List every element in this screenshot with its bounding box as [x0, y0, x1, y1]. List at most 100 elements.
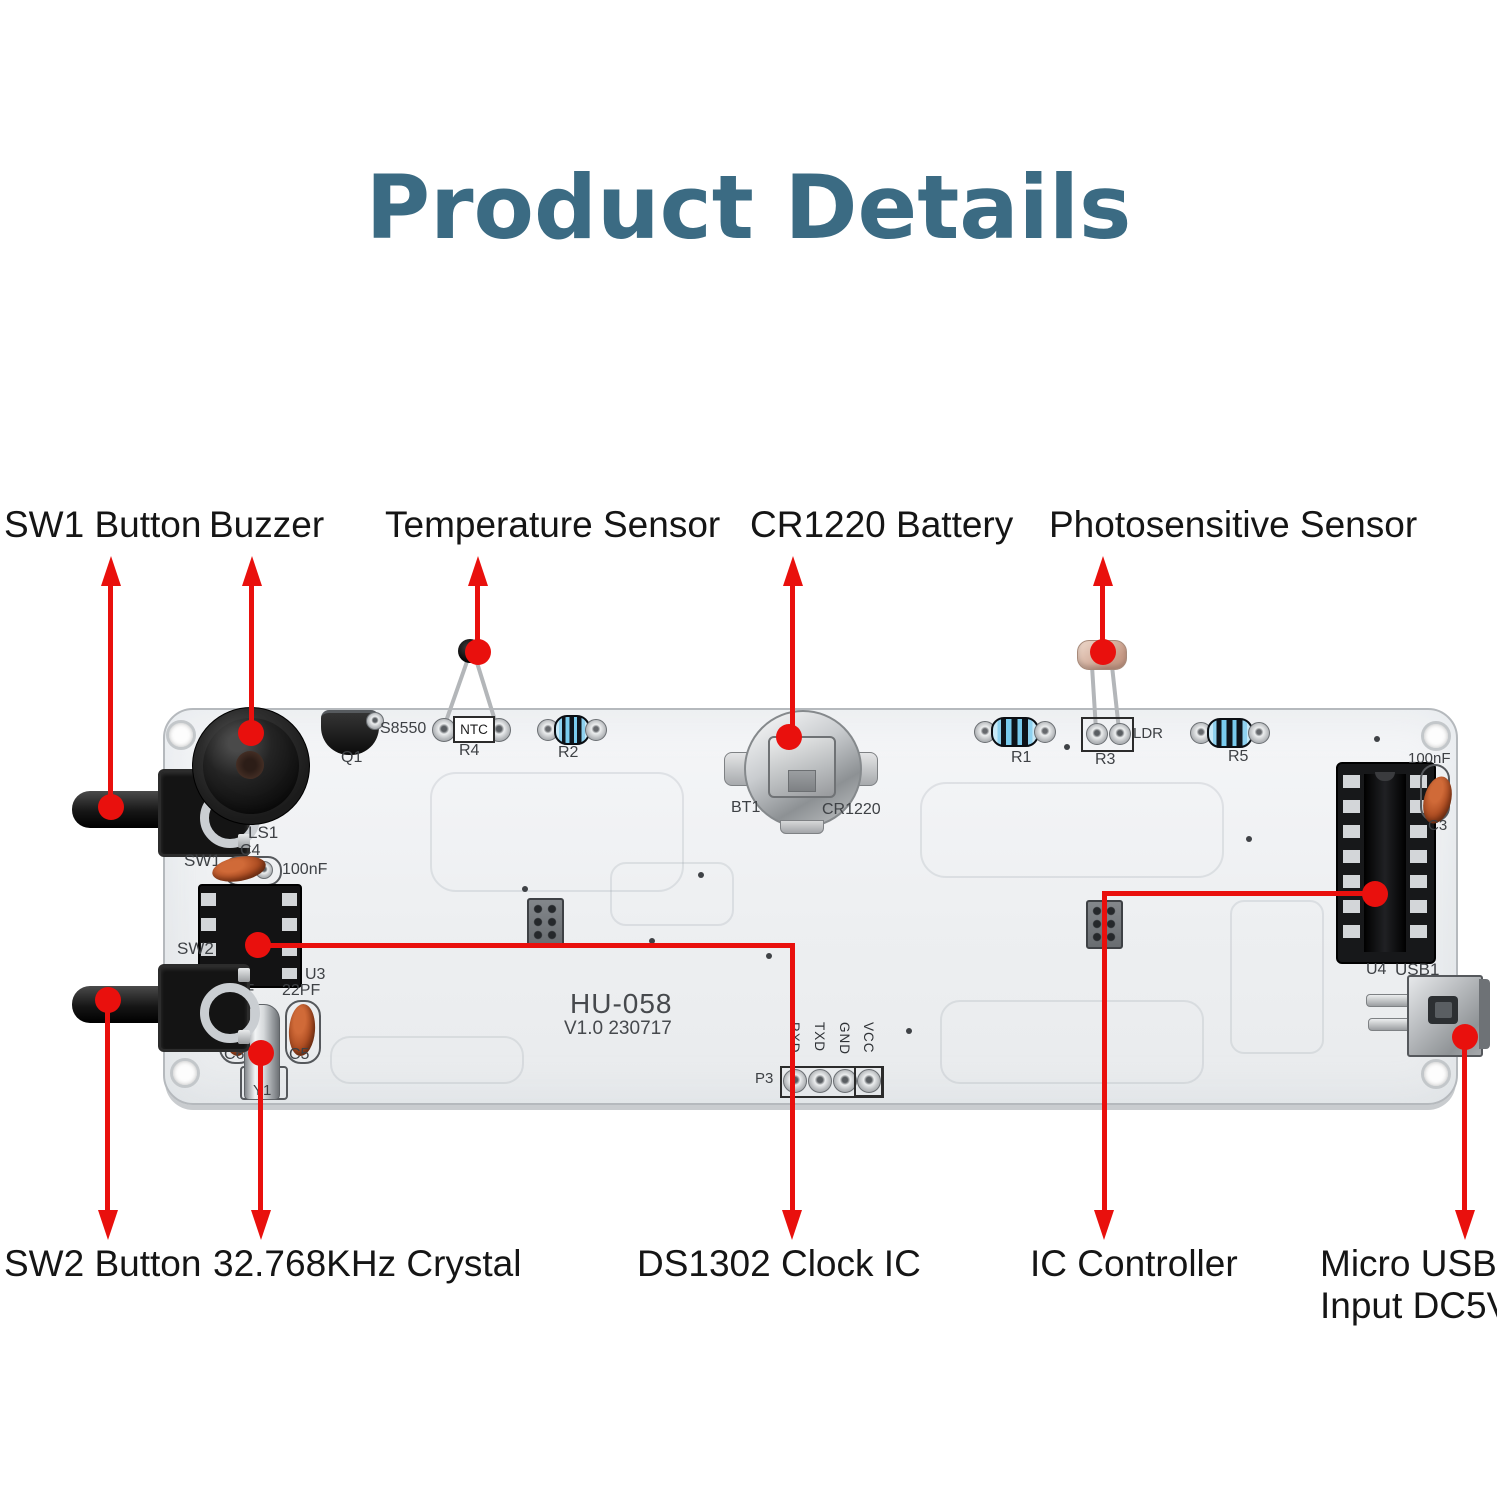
silkscreen-gnd: GND: [837, 1022, 852, 1055]
usb-slot-inner: [1435, 1002, 1452, 1018]
silkscreen-u4: U4: [1366, 961, 1387, 978]
p3-pad-rxd: [783, 1069, 807, 1093]
battery-clip-slot: [788, 770, 816, 792]
board-model: HU-058: [570, 988, 673, 1019]
silkscreen-c4-value: 100nF: [282, 861, 328, 878]
p3-pad-txd: [808, 1069, 832, 1093]
silkscreen-r3: R3: [1095, 751, 1116, 768]
silkscreen-sw2: SW2: [177, 939, 214, 958]
label-photosensitive-sensor: Photosensitive Sensor: [1049, 504, 1418, 545]
mounting-hole: [1421, 721, 1451, 751]
label-micro-usb-line2: Input DC5V: [1320, 1285, 1497, 1327]
board-version: V1.0 230717: [564, 1018, 672, 1039]
silkscreen-r1: R1: [1011, 749, 1032, 766]
mounting-hole: [170, 1058, 200, 1088]
label-sw1-button: SW1 Button: [4, 504, 202, 545]
ntc-pad: [432, 718, 456, 742]
silkscreen-r4: R4: [459, 742, 480, 759]
mounting-hole: [166, 720, 196, 750]
p3-pad-vcc-square: [854, 1066, 883, 1097]
usb-pin: [1368, 1018, 1412, 1031]
resistor-r1: [974, 717, 1056, 747]
silkscreen-c3: C3: [1428, 817, 1448, 834]
silkscreen-ls1: LS1: [248, 823, 279, 842]
p3-pad-gnd: [833, 1069, 857, 1093]
p3-pad-vcc: [857, 1069, 881, 1093]
label-crystal: 32.768KHz Crystal: [213, 1243, 522, 1284]
battery-tab-bottom: [780, 820, 824, 834]
via: [698, 872, 704, 878]
silkscreen-c5-value: 22PF: [282, 982, 321, 999]
label-buzzer: Buzzer: [209, 504, 325, 545]
label-ds1302-clock-ic: DS1302 Clock IC: [637, 1243, 921, 1284]
label-sw2-button: SW2 Button: [4, 1243, 202, 1284]
resistor-body: [991, 717, 1039, 747]
resistor-body: [1207, 718, 1253, 748]
silkscreen-q1: Q1: [341, 749, 363, 766]
label-temperature-sensor: Temperature Sensor: [385, 504, 721, 545]
u3-pins-right: [282, 893, 297, 979]
pcb-trace: [1230, 900, 1324, 1054]
pcb-trace: [430, 772, 684, 892]
via: [906, 1028, 912, 1034]
p3-outline: [780, 1066, 884, 1098]
via: [1374, 736, 1380, 742]
silkscreen-ldr: LDR: [1133, 725, 1164, 742]
silkscreen-bt1: BT1: [731, 799, 761, 816]
sw2-pin: [238, 1030, 250, 1044]
ldr-legs: [1090, 665, 1121, 731]
pcb-trace: [920, 782, 1224, 878]
silkscreen-usb1: USB1: [1395, 960, 1440, 979]
silkscreen-c5: C5: [289, 1046, 310, 1063]
resistor-pad: [585, 719, 607, 741]
u4-pins-left: [1343, 775, 1360, 949]
silkscreen-c3-value: 100nF: [1408, 750, 1451, 767]
page-title: Product Details: [365, 156, 1132, 259]
r3-silkscreen-box: [1081, 717, 1134, 752]
pcb-trace: [610, 862, 734, 926]
label-cr1220-battery: CR1220 Battery: [750, 504, 1014, 545]
sw1-pin: [238, 834, 250, 848]
via: [1246, 836, 1252, 842]
silkscreen-c4: C4: [240, 842, 261, 859]
r3-pad: [1086, 723, 1108, 745]
u4-pins-right: [1410, 775, 1427, 949]
label-micro-usb-line1: Micro USB: [1320, 1243, 1497, 1284]
via: [1064, 744, 1070, 750]
silkscreen-ntc: NTC: [460, 722, 488, 737]
r3-pad: [1109, 723, 1131, 745]
resistor-pad: [1248, 722, 1270, 744]
label-ic-controller: IC Controller: [1030, 1243, 1238, 1284]
resistor-r5: [1190, 718, 1270, 748]
pcb-trace: [330, 1036, 524, 1084]
sw2-pin: [238, 968, 250, 982]
pcb-trace: [940, 1000, 1204, 1084]
resistor-r2: [537, 715, 607, 745]
silkscreen-sw1: SW1: [184, 851, 221, 870]
pin-header-2x3: [527, 898, 564, 947]
silkscreen-u3: U3: [305, 966, 326, 983]
u4-notch: [1375, 772, 1395, 781]
ic-u4-chip: [1364, 774, 1406, 952]
q1-clip-pad: [366, 712, 384, 730]
usb-pin: [1366, 994, 1412, 1007]
sw2-bracket: [200, 983, 260, 1043]
ntc-legs: [442, 652, 499, 728]
ntc-silkscreen-box: NTC: [453, 716, 495, 743]
silkscreen-s8550: S8550: [380, 720, 427, 737]
via: [649, 938, 655, 944]
buzzer-hole: [236, 751, 264, 779]
u3-pins-left: [201, 893, 216, 979]
via: [522, 886, 528, 892]
resistor-pad: [1034, 721, 1056, 743]
c5-silkscreen-oval: [285, 1000, 321, 1064]
via: [766, 953, 772, 959]
silkscreen-r2: R2: [558, 744, 579, 761]
usb-connector-end: [1479, 979, 1490, 1049]
mounting-hole: [1421, 1059, 1451, 1089]
silkscreen-cr1220: CR1220: [822, 801, 881, 818]
silkscreen-r5: R5: [1228, 748, 1249, 765]
label-micro-usb: Micro USB Input DC5V: [1320, 1243, 1497, 1327]
silkscreen-p3: P3: [755, 1070, 774, 1087]
